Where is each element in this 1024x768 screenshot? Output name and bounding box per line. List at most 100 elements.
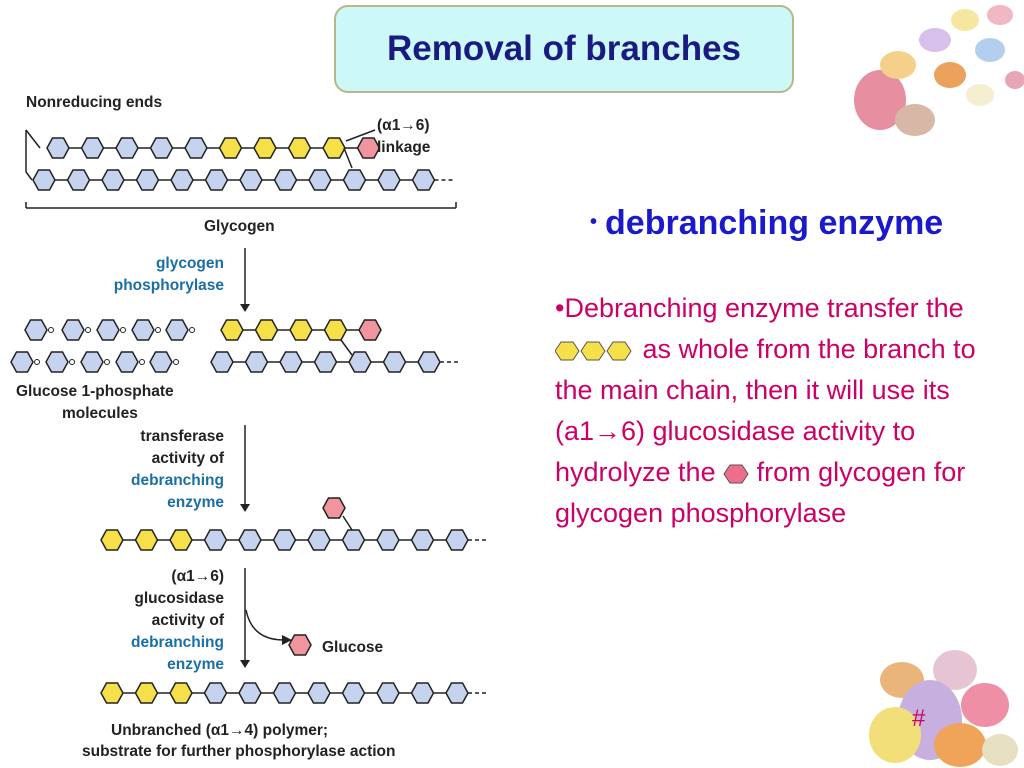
label-step2-1: transferase bbox=[140, 428, 224, 445]
branch-hexagon bbox=[356, 137, 381, 159]
branch-end-bond bbox=[25, 129, 41, 149]
branch-hexagon bbox=[322, 137, 346, 159]
main-chain-hexagon bbox=[341, 682, 366, 704]
main-chain-hexagon bbox=[348, 351, 372, 373]
main-chain-hexagon bbox=[134, 529, 159, 551]
bullet-dot: • bbox=[590, 211, 598, 233]
main-chain-hexagon bbox=[134, 682, 159, 704]
candy-eggs-top-decoration bbox=[854, 5, 1024, 136]
main-chain-hexagon bbox=[169, 682, 193, 704]
arrow-glyph: → bbox=[594, 416, 622, 446]
label-glycogen: Glycogen bbox=[204, 218, 275, 235]
g1p-hexagon bbox=[165, 319, 189, 341]
branch-hexagon bbox=[184, 137, 208, 159]
arrow-step3-head bbox=[240, 660, 250, 668]
body-part2: as whole from the branch to the main cha… bbox=[555, 334, 976, 446]
g1p-hexagon bbox=[80, 351, 104, 373]
label-final-1: Unbranched (α1→4) polymer; bbox=[111, 722, 328, 739]
main-chain-hexagon bbox=[307, 682, 331, 704]
main-chain-hexagon bbox=[101, 169, 125, 191]
main-chain-hexagon bbox=[382, 351, 407, 373]
alpha-1-6-bond bbox=[342, 515, 353, 531]
bullet-heading: • debranching enzyme bbox=[590, 204, 943, 243]
main-chain-hexagon bbox=[410, 529, 435, 551]
label-step2-4: enzyme bbox=[167, 494, 224, 511]
main-chain-hexagon bbox=[272, 529, 297, 551]
main-chain-hexagon bbox=[341, 529, 366, 551]
phosphate-end bbox=[173, 359, 179, 365]
label-step3-5: enzyme bbox=[167, 656, 224, 673]
main-chain-hexagon bbox=[170, 169, 194, 191]
branch-hexagon bbox=[289, 319, 313, 341]
label-step2-2: activity of bbox=[152, 450, 225, 467]
body-part1: •Debranching enzyme transfer the bbox=[555, 293, 964, 323]
g1p-hexagon bbox=[115, 351, 139, 373]
main-chain-hexagon bbox=[445, 529, 469, 551]
g1p-hexagon bbox=[24, 319, 48, 341]
main-chain-hexagon bbox=[445, 682, 469, 704]
label-step3-2: glucosidase bbox=[134, 590, 224, 607]
main-chain-hexagon bbox=[238, 682, 262, 704]
three-yellow-hexagons-icon bbox=[555, 341, 632, 361]
branch-hexagon bbox=[218, 137, 243, 159]
arrow-to-glucose-head bbox=[282, 635, 292, 645]
branch-hexagon bbox=[287, 137, 312, 159]
main-chain-hexagon bbox=[32, 169, 56, 191]
g1p-hexagon bbox=[96, 319, 120, 341]
candy-eggs-bottom-decoration bbox=[869, 650, 1018, 767]
main-chain-hexagon bbox=[308, 169, 332, 191]
label-glycogen-phosphorylase-1: glycogen bbox=[156, 255, 224, 272]
main-chain-hexagon bbox=[279, 351, 303, 373]
phosphate-end bbox=[139, 359, 145, 365]
main-chain-hexagon bbox=[377, 169, 401, 191]
phosphate-end bbox=[34, 359, 40, 365]
label-step2-3: debranching bbox=[131, 472, 224, 489]
branch-hexagon bbox=[254, 319, 279, 341]
pink-hexagon-icon bbox=[723, 464, 749, 484]
phosphate-end bbox=[85, 327, 91, 333]
alpha-1-6-bond bbox=[343, 147, 353, 169]
main-chain-hexagon bbox=[239, 169, 263, 191]
label-final-2: substrate for further phosphorylase acti… bbox=[82, 743, 396, 760]
g1p-hexagon bbox=[149, 351, 173, 373]
g1p-hexagon bbox=[131, 319, 155, 341]
phosphate-end bbox=[189, 327, 195, 333]
phosphate-end bbox=[120, 327, 126, 333]
main-chain-hexagon bbox=[417, 351, 441, 373]
main-chain-hexagon bbox=[66, 169, 91, 191]
label-glucose: Glucose bbox=[322, 639, 384, 656]
label-linkage-2: linkage bbox=[377, 139, 431, 156]
body-part3: 6) glucosidase activity to hydrolyze the bbox=[555, 416, 916, 487]
g1p-hexagon bbox=[61, 319, 85, 341]
linkage-pointer bbox=[345, 129, 376, 142]
main-chain-hexagon bbox=[100, 529, 124, 551]
page-number: # bbox=[912, 705, 926, 732]
branch-hexagon bbox=[358, 319, 382, 341]
main-chain-hexagon bbox=[307, 529, 331, 551]
arrow-to-glucose bbox=[245, 609, 285, 641]
main-chain-hexagon bbox=[376, 682, 400, 704]
arrow-step2-head bbox=[240, 504, 250, 512]
phosphate-end bbox=[104, 359, 110, 365]
main-chain-hexagon bbox=[244, 351, 269, 373]
branch-hexagon bbox=[323, 319, 348, 341]
heading-text: debranching enzyme bbox=[605, 204, 944, 242]
phosphate-end bbox=[48, 327, 54, 333]
label-linkage-1: (α1→6) bbox=[377, 117, 430, 134]
main-chain-hexagon bbox=[238, 529, 262, 551]
main-chain-hexagon bbox=[203, 682, 228, 704]
label-g1p-2: molecules bbox=[62, 405, 138, 422]
main-end-bond bbox=[25, 171, 33, 181]
label-glycogen-phosphorylase-2: phosphorylase bbox=[114, 277, 225, 294]
main-chain-hexagon bbox=[376, 529, 400, 551]
main-chain-hexagon bbox=[135, 169, 160, 191]
free-glucose-hexagon bbox=[288, 634, 312, 656]
main-chain-hexagon bbox=[204, 169, 229, 191]
arrow-step1-head bbox=[240, 304, 250, 312]
branch-hexagon bbox=[80, 137, 105, 159]
phosphate-end bbox=[155, 327, 161, 333]
phosphate-end bbox=[69, 359, 75, 365]
branch-hexagon bbox=[115, 137, 139, 159]
main-chain-hexagon bbox=[410, 682, 435, 704]
